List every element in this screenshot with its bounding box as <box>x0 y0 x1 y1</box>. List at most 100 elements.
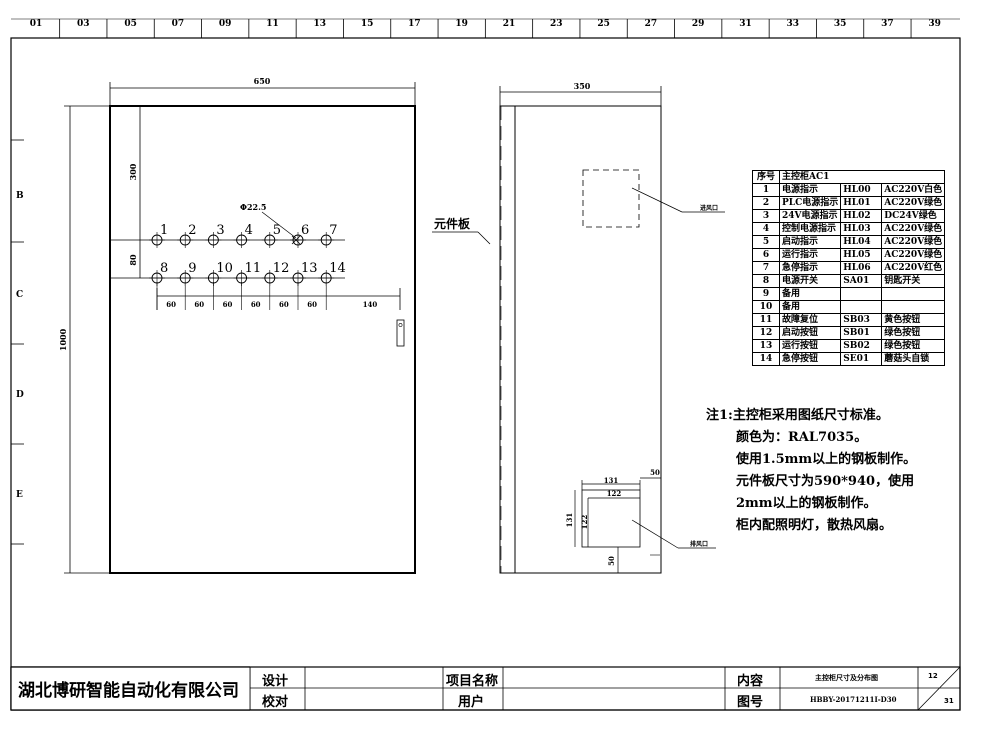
drawing-border <box>10 37 961 711</box>
hole-spacing-label: 60 <box>251 300 261 309</box>
row-markers: B C D E <box>11 139 24 545</box>
ruler-label: 17 <box>408 19 421 29</box>
sheet-number: 12 <box>928 672 938 680</box>
table-cell-no: 3 <box>752 209 780 223</box>
table-cell-code <box>840 300 883 314</box>
ruler-label: 37 <box>881 19 894 29</box>
dim-outlet-offset-bottom: 50 <box>607 556 616 566</box>
table-cell-code <box>840 287 883 301</box>
table-cell-spec: AC220V绿色 <box>881 222 946 236</box>
table-cell-spec: 绿色按钮 <box>881 326 946 340</box>
table-cell-spec: AC220V红色 <box>881 261 946 275</box>
table-cell-name: 备用 <box>778 300 842 314</box>
hole-spacing-label: 60 <box>194 300 204 309</box>
hole-number: 2 <box>188 223 196 238</box>
ruler-label: 11 <box>266 19 279 29</box>
project-label: 项目名称 <box>446 674 499 689</box>
table-cell-spec: 蘑菇头自锁 <box>881 352 946 366</box>
hole-number: 7 <box>329 223 337 238</box>
ruler-label: 19 <box>455 19 468 29</box>
table-cell-name: 启动指示 <box>778 235 842 249</box>
table-cell-name: 启动按钮 <box>778 326 842 340</box>
table-cell-name: 急停按钮 <box>778 352 842 366</box>
note-line: 柜内配照明灯，散热风扇。 <box>736 518 893 533</box>
hole-number: 1 <box>160 223 168 238</box>
air-inlet <box>582 169 640 228</box>
table-cell-code: HL02 <box>840 209 883 223</box>
ruler-label: 01 <box>30 19 43 29</box>
hole-spacing-label: 60 <box>223 300 233 309</box>
table-cell-spec: AC220V绿色 <box>881 196 946 210</box>
ruler-label: 35 <box>834 19 847 29</box>
table-cell-name: 运行指示 <box>778 248 842 262</box>
table-cell-no: 11 <box>752 313 780 327</box>
row-label: C <box>16 290 23 300</box>
dim-outlet-inner-w: 122 <box>607 489 622 498</box>
hole-number: 11 <box>245 261 262 276</box>
outlet-label: 排风口 <box>690 540 708 548</box>
note-line: 颜色为：RAL7035。 <box>736 430 868 445</box>
table-cell-code: SE01 <box>840 352 883 366</box>
table-cell-spec: AC220V绿色 <box>881 248 946 262</box>
table-cell-no: 12 <box>752 326 780 340</box>
dim-outlet-inner-h: 122 <box>580 515 589 530</box>
table-cell-spec: 绿色按钮 <box>881 339 946 353</box>
title-block <box>10 666 961 711</box>
hole-number: 5 <box>273 223 281 238</box>
ruler-label: 39 <box>928 19 941 29</box>
table-cell-no: 9 <box>752 287 780 301</box>
table-cell-name: 电源指示 <box>778 183 842 197</box>
hole-number: 9 <box>188 261 196 276</box>
dim-front-right: 140 <box>363 300 378 309</box>
table-cell-code: HL00 <box>840 183 883 197</box>
table-header-title: 主控柜AC1 <box>778 170 946 184</box>
ruler-label: 07 <box>172 19 185 29</box>
air-outlet <box>581 489 641 548</box>
table-cell-no: 1 <box>752 183 780 197</box>
table-cell-code: HL01 <box>840 196 883 210</box>
hole-number: 14 <box>329 261 346 276</box>
dim-front-height: 1000 <box>58 328 68 351</box>
note-line: 2mm以上的钢板制作。 <box>736 496 877 511</box>
ruler-label: 33 <box>787 19 800 29</box>
hole-spacing-label: 60 <box>307 300 317 309</box>
side-cabinet-outline <box>499 105 662 574</box>
table-cell-spec <box>881 300 946 314</box>
table-cell-no: 5 <box>752 235 780 249</box>
row-label: E <box>16 490 23 500</box>
hole-number: 8 <box>160 261 168 276</box>
table-cell-spec: AC220V绿色 <box>881 235 946 249</box>
panel-label: 元件板 <box>434 216 471 231</box>
ruler-label: 29 <box>692 19 705 29</box>
table-cell-code: SB01 <box>840 326 883 340</box>
content-label: 内容 <box>737 674 764 689</box>
inlet-label: 进风口 <box>700 204 718 212</box>
ruler-label: 13 <box>314 19 327 29</box>
table-cell-spec: 钥匙开关 <box>881 274 946 288</box>
design-label: 设计 <box>262 674 289 689</box>
row-label: D <box>16 390 24 400</box>
notes-block: 注1:主控柜采用图纸尺寸标准。 颜色为：RAL7035。 使用1.5mm以上的钢… <box>706 405 916 537</box>
hole-number: 6 <box>301 223 309 238</box>
side-view: 350 元件板 进风口 131 122 131 122 50 50 排风口 <box>432 81 725 574</box>
table-cell-spec: AC220V白色 <box>881 183 946 197</box>
table-cell-code: HL05 <box>840 248 883 262</box>
dim-front-top: 300 <box>128 163 138 180</box>
check-label: 校对 <box>262 695 289 710</box>
ruler-label: 25 <box>597 19 610 29</box>
table-cell-no: 14 <box>752 352 780 366</box>
hole-number: 4 <box>245 223 253 238</box>
table-cell-no: 13 <box>752 339 780 353</box>
ruler-label: 31 <box>739 19 752 29</box>
table-cell-code: SB02 <box>840 339 883 353</box>
row-label: B <box>16 191 24 201</box>
